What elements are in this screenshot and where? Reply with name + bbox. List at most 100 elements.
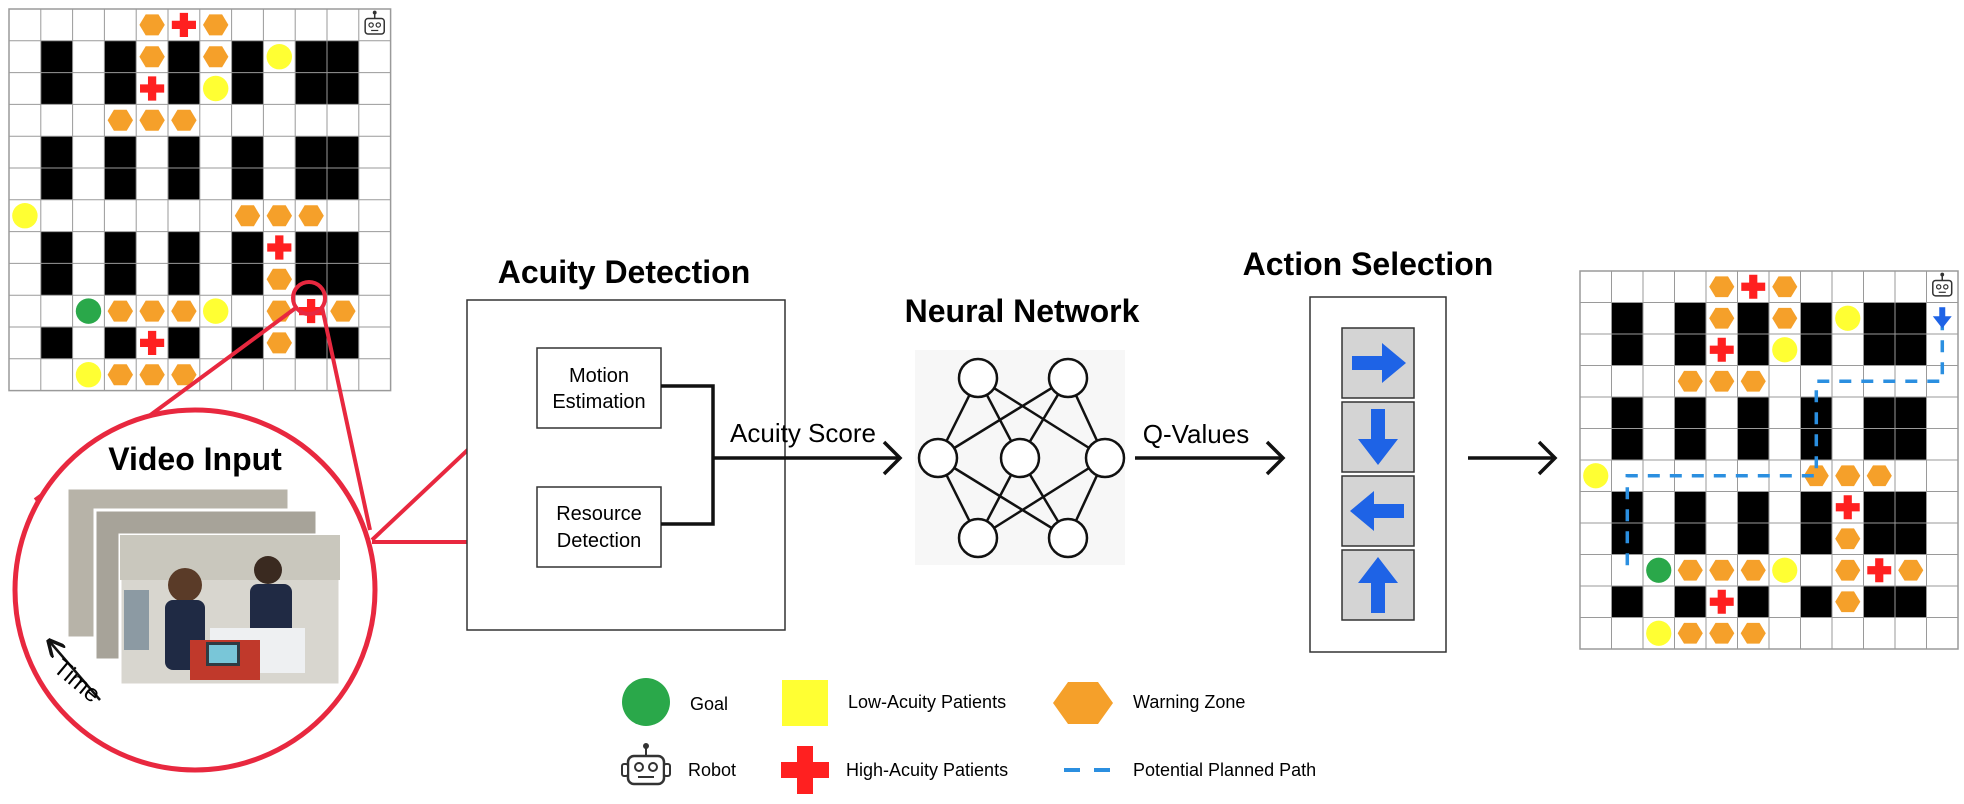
legend-path-label: Potential Planned Path — [1133, 760, 1316, 780]
warning-zone-marker — [171, 364, 197, 386]
wall-cell — [1800, 523, 1832, 555]
low-acuity-marker — [266, 43, 293, 70]
wall-cell — [1611, 428, 1643, 460]
wall-cell — [1800, 491, 1832, 523]
wall-cell — [168, 231, 200, 264]
wall-cell — [40, 168, 73, 200]
action-selection-block: Action Selection — [1243, 246, 1558, 653]
wall-cell — [1895, 302, 1927, 334]
wall-cell — [168, 168, 200, 200]
warning-zone-marker — [139, 364, 165, 386]
warning-zone-marker — [1740, 370, 1766, 392]
up-arrow-icon — [1358, 557, 1398, 613]
wall-cell — [1863, 586, 1895, 618]
warning-zone-marker — [1677, 622, 1703, 644]
low-acuity-marker — [1772, 337, 1798, 363]
wall-cell — [104, 231, 137, 264]
warning-zone-marker — [107, 300, 133, 322]
warning-zone-marker — [1835, 528, 1861, 550]
wall-cell — [1611, 334, 1643, 366]
planned-path — [1625, 318, 1945, 571]
wall-cell — [40, 136, 73, 168]
goal-marker — [75, 298, 102, 324]
low-acuity-marker — [1583, 463, 1609, 489]
wall-cell — [104, 327, 137, 359]
low-acuity-icon — [782, 680, 828, 726]
high-acuity-marker — [1835, 495, 1860, 520]
wall-cell — [104, 72, 137, 105]
wall-cell — [40, 327, 73, 359]
wall-cell — [1895, 397, 1927, 429]
acuity-detection-title: Acuity Detection — [498, 254, 750, 290]
wall-cell — [168, 263, 200, 296]
low-acuity-marker — [202, 75, 229, 102]
wall-cell — [1863, 523, 1895, 555]
action-tiles — [1341, 327, 1415, 621]
legend-robot-label: Robot — [688, 760, 736, 780]
wall-cell — [40, 263, 73, 296]
legend-high-acuity-label: High-Acuity Patients — [846, 760, 1008, 780]
warning-zone-marker — [1709, 307, 1735, 329]
wall-cell — [295, 168, 327, 200]
wall-cell — [295, 136, 327, 168]
warning-zone-marker — [1835, 465, 1861, 487]
wall-cell — [1863, 428, 1895, 460]
neural-network-block: Neural Network Q-Values — [905, 293, 1286, 565]
low-acuity-marker — [12, 202, 38, 229]
warning-zone-marker — [1709, 276, 1735, 298]
warning-zone-marker — [1677, 559, 1703, 581]
acuity-detection-block: Acuity Detection Motion Estimation Resou… — [466, 254, 903, 631]
wall-cell — [168, 327, 200, 359]
resource-detection-label-line1: Resource — [556, 503, 642, 525]
environment-grid-right — [1579, 270, 1959, 650]
warning-zone-marker — [1803, 465, 1829, 487]
warning-zone-marker — [171, 300, 197, 322]
wall-cell — [231, 263, 264, 296]
wall-cell — [1863, 491, 1895, 523]
wall-cell — [104, 168, 137, 200]
warning-zone-marker — [266, 205, 292, 227]
warning-zone-icon — [1053, 682, 1113, 724]
wall-cell — [104, 40, 137, 73]
wall-cell — [327, 168, 359, 200]
wall-cell — [231, 168, 264, 200]
environment-grid-left — [8, 8, 392, 392]
low-acuity-marker — [1646, 620, 1672, 646]
resource-detection-box — [536, 486, 662, 568]
wall-cell — [40, 72, 73, 105]
wall-cell — [231, 231, 264, 264]
warning-zone-marker — [139, 300, 165, 322]
wall-cell — [327, 231, 359, 264]
wall-cell — [104, 136, 137, 168]
resource-detection-label-line2: Detection — [557, 530, 642, 552]
highlight-ring — [291, 280, 327, 316]
warning-zone-marker — [234, 205, 261, 227]
action-tile — [1341, 401, 1415, 473]
wall-cell — [231, 136, 264, 168]
warning-zone-marker — [1772, 307, 1798, 329]
action-selection-title: Action Selection — [1243, 246, 1494, 282]
warning-zone-marker — [1709, 622, 1735, 644]
wall-cell — [1611, 586, 1643, 618]
wall-cell — [1611, 302, 1643, 334]
warning-zone-marker — [1866, 465, 1892, 487]
down-arrow-icon — [1358, 409, 1398, 465]
warning-zone-marker — [1677, 370, 1703, 392]
warning-zone-marker — [1740, 622, 1766, 644]
wall-cell — [327, 136, 359, 168]
wall-cell — [168, 72, 200, 105]
next-move-arrow-shaft — [1939, 307, 1946, 319]
wall-cell — [1611, 397, 1643, 429]
warning-zone-marker — [139, 109, 165, 131]
wall-cell — [168, 136, 200, 168]
wall-cell — [1863, 302, 1895, 334]
warning-zone-marker — [1709, 370, 1735, 392]
goal-icon — [622, 678, 670, 726]
warning-zone-marker — [107, 109, 133, 131]
wall-cell — [231, 40, 264, 73]
wall-cell — [1674, 397, 1706, 429]
low-acuity-marker — [1772, 557, 1798, 583]
low-acuity-marker — [1835, 305, 1861, 331]
warning-zone-marker — [203, 14, 229, 36]
